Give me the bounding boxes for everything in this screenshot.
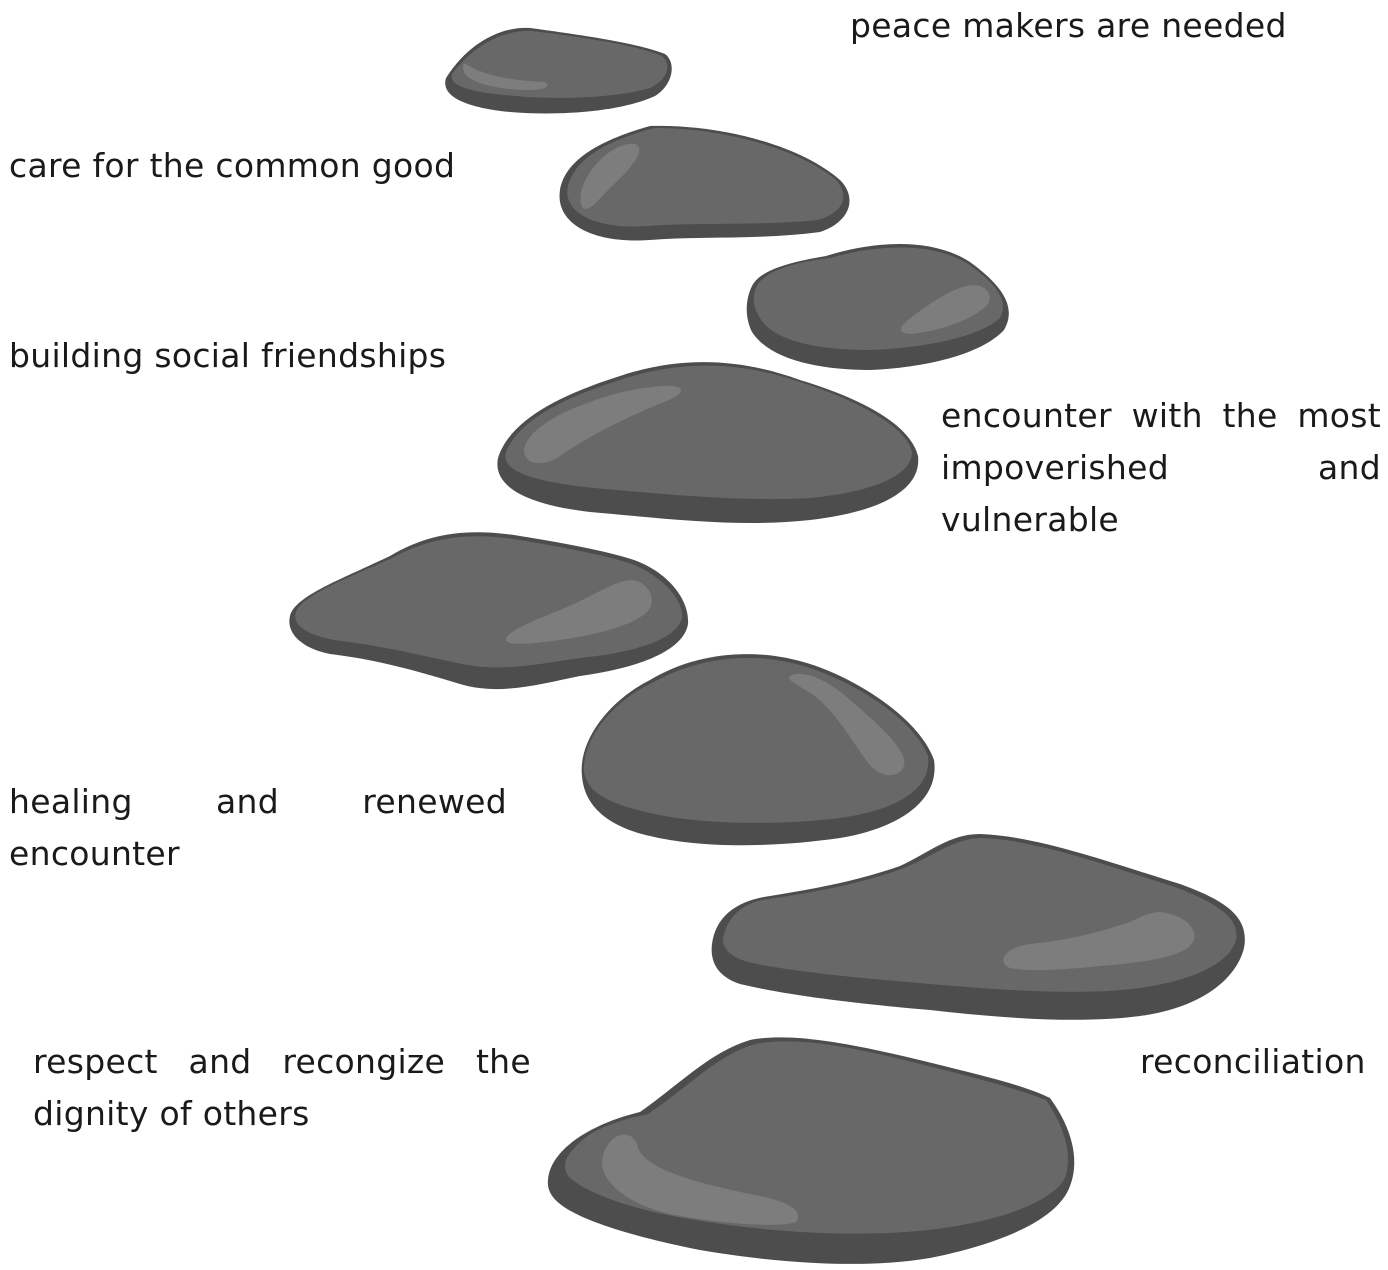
stepping-stone-7	[711, 834, 1245, 1020]
stone-highlight	[506, 580, 652, 644]
label-common-good: care for the common good	[9, 146, 456, 185]
stepping-stone-2	[559, 125, 850, 241]
label-respect-dignity: respect and recongize the dignity of oth…	[33, 1042, 531, 1133]
stone-top	[565, 1041, 1068, 1234]
stepping-stone-1	[445, 27, 672, 114]
label-encounter-impoverished: encounter with the most impoverished and…	[941, 396, 1381, 539]
label-healing: healing and renewed encounter	[9, 782, 507, 873]
stone-highlight	[789, 673, 905, 776]
stepping-stone-4	[497, 362, 919, 523]
stone-highlight	[900, 285, 990, 334]
stepping-stone-5	[289, 532, 689, 690]
stone-highlight	[580, 143, 640, 209]
stone-highlight	[524, 385, 681, 464]
stone-highlight	[1003, 912, 1195, 971]
stepping-stone-3	[746, 244, 1009, 370]
stone-highlight	[462, 63, 548, 90]
stone-highlight	[602, 1134, 799, 1225]
label-peace-makers: peace makers are needed	[850, 6, 1287, 45]
label-reconciliation: reconciliation	[1140, 1042, 1366, 1081]
label-social-friendships: building social friendships	[9, 336, 447, 375]
stepping-stone-8	[547, 1037, 1075, 1264]
stepping-stone-6	[581, 654, 935, 846]
